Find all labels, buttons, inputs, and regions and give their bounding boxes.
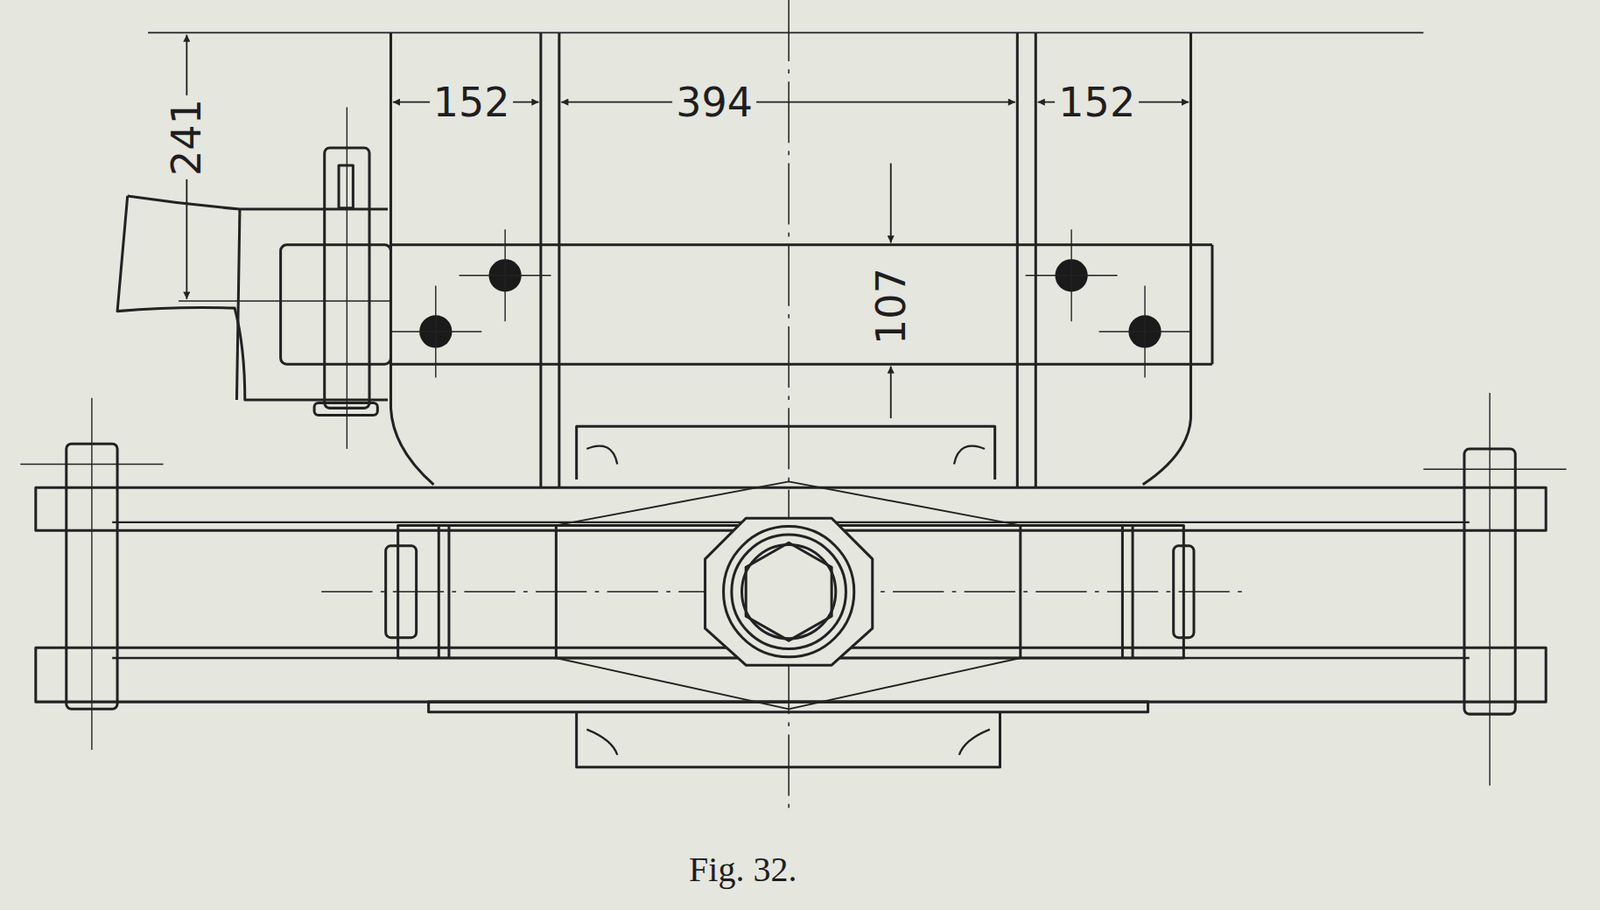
dimension-label: 152	[429, 82, 514, 123]
figure-caption: Fig. 32.	[685, 852, 800, 888]
dimension-label: 107	[870, 264, 912, 349]
dimension-label: 241	[166, 95, 207, 180]
dimension-label: 394	[672, 82, 757, 123]
dimension-label: 152	[1054, 82, 1139, 123]
